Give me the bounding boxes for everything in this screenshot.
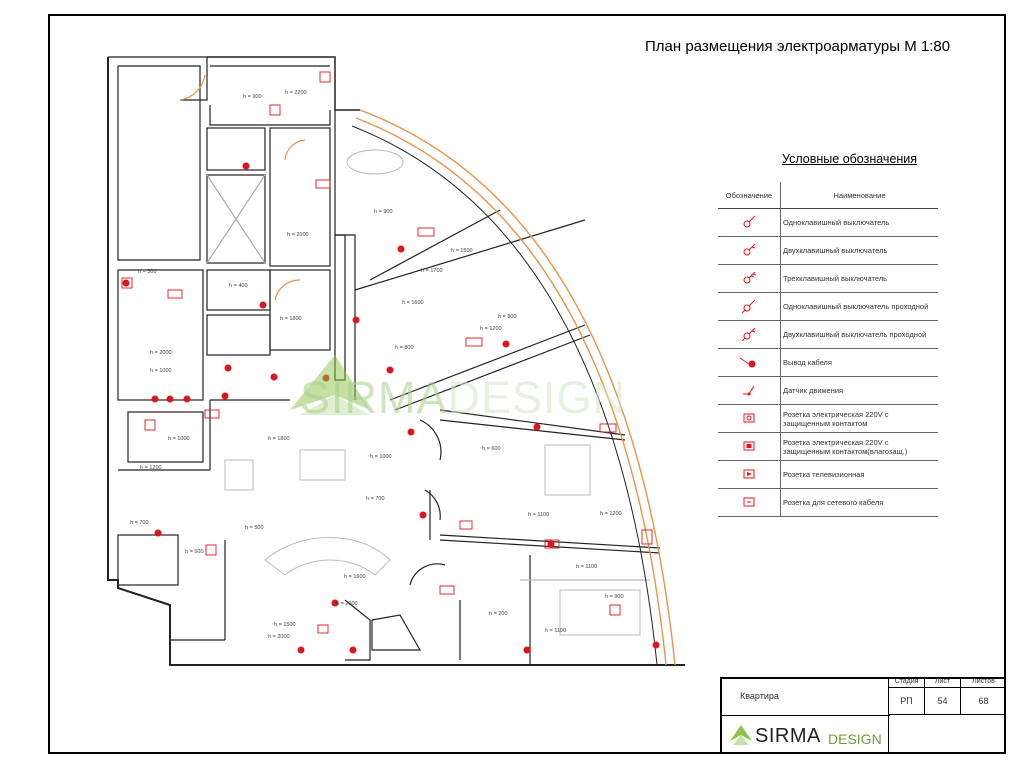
height-label: h = 600: [482, 446, 501, 452]
title-block-grid: Стадия Лист Листов РП 54 68: [889, 677, 1006, 717]
single-switch-icon: [743, 215, 756, 227]
height-label: h = 2000: [268, 634, 290, 640]
height-label: h = 500: [245, 525, 264, 531]
watermark-logo-icon: [290, 355, 370, 415]
height-label: h = 1500: [274, 622, 296, 628]
height-label: h = 800: [395, 345, 414, 351]
legend-item-label: Вывод кабеля: [780, 348, 938, 377]
cable-outlet-icon: [739, 357, 756, 367]
stage-label: Стадия: [889, 677, 925, 688]
stage-value: РП: [889, 688, 925, 715]
height-label: h = 1600: [344, 574, 366, 580]
legend-item-label: Розетка электрическая 220V с защищенным …: [780, 404, 938, 433]
legend-row: Розетка телевизионная: [718, 460, 938, 489]
legend-item-label: Двухклавишный выключатель: [780, 236, 938, 265]
height-label: h = 1200: [480, 326, 502, 332]
company-logo: SIRMA DESIGN: [728, 721, 888, 751]
height-label: h = 500: [185, 549, 204, 555]
title-block: Квартира Стадия Лист Листов РП 54 68 SIR…: [720, 677, 1006, 754]
height-label: h = 1000: [150, 368, 172, 374]
height-label: h = 2200: [285, 90, 307, 96]
legend-row: Вывод кабеля: [718, 348, 938, 377]
height-label: h = 2000: [336, 601, 358, 607]
socket-220v-icon: [743, 413, 755, 422]
height-label: h = 2000: [150, 350, 172, 356]
watermark-part2: DESIGN: [447, 372, 627, 423]
legend-item-label: Одноклавишный выключатель проходной: [780, 292, 938, 321]
sheets-label: Листов: [961, 677, 1006, 688]
height-label: h = 1100: [576, 564, 597, 570]
height-label: h = 900: [605, 594, 624, 600]
height-label: h = 1800: [280, 316, 302, 322]
legend-heading: Условные обозначения: [782, 152, 918, 166]
height-label: h = 1000: [370, 454, 392, 460]
divider: [888, 677, 889, 754]
legend-row: Двухклавишный выключатель: [718, 236, 938, 265]
legend-item-label: Двухклавишный выключатель проходной: [780, 320, 938, 349]
height-label: h = 1800: [268, 436, 290, 442]
double-passthrough-switch-icon: [741, 327, 756, 341]
project-name: Квартира: [740, 691, 779, 701]
height-label: h = 2000: [287, 232, 309, 238]
logo-text-part2: DESIGN: [828, 731, 882, 747]
motion-sensor-icon: [743, 385, 755, 395]
height-label: h = 1200: [140, 465, 162, 471]
legend-row: Одноклавишный выключатель: [718, 208, 938, 237]
sheets-value: 68: [961, 688, 1006, 715]
height-label: h = 1000: [168, 436, 190, 442]
legend-item-label: Датчик движения: [780, 376, 938, 405]
legend-row: Двухклавишный выключатель проходной: [718, 320, 938, 349]
legend-item-label: Розетка телевизионная: [780, 460, 938, 489]
legend-row: Розетка электрическая 220V с защищенным …: [718, 404, 938, 433]
height-label: h = 1600: [402, 300, 424, 306]
legend-row: Розетка для сетевого кабеля: [718, 488, 938, 517]
height-label: h = 1500: [451, 248, 473, 254]
legend-item-label: Одноклавишный выключатель: [780, 208, 938, 237]
logo-mark-icon: [730, 725, 752, 745]
height-label: h = 300: [138, 269, 157, 275]
height-label: h = 1200: [600, 511, 622, 517]
legend-col-symbol: Обозначение: [718, 182, 781, 209]
socket-220v-protected-icon: [743, 441, 755, 450]
network-socket-icon: [743, 497, 755, 506]
height-label: h = 1100: [528, 512, 549, 518]
single-passthrough-switch-icon: [741, 299, 756, 313]
height-label: h = 900: [374, 209, 393, 215]
legend-table: Обозначение Наименование Одноклавишный в…: [718, 182, 938, 517]
sheet-label: Лист: [925, 677, 961, 688]
tv-socket-icon: [743, 469, 755, 478]
height-label: h = 700: [130, 520, 149, 526]
drawing-sheet-frame: [48, 14, 1006, 754]
height-label: h = 800: [498, 314, 517, 320]
legend-item-label: Розетка для сетевого кабеля: [780, 488, 938, 517]
legend-row: Розетка электрическая 220V с защищенным …: [718, 432, 938, 461]
double-switch-icon: [743, 243, 756, 255]
legend-row: Датчик движения: [718, 376, 938, 405]
height-label: h = 400: [229, 283, 248, 289]
sheet-value: 54: [925, 688, 961, 715]
height-label: h = 200: [489, 611, 508, 617]
height-label: h = 700: [366, 496, 385, 502]
page-title: План размещения электроарматуры М 1:80: [645, 38, 951, 55]
height-label: h = 900: [243, 94, 262, 100]
legend-item-label: Розетка электрическая 220V с защищенным …: [780, 432, 938, 461]
watermark: SIRMADESIGN: [300, 372, 626, 424]
height-label: h = 1700: [421, 268, 443, 274]
triple-switch-icon: [743, 271, 757, 283]
legend-row: Трехклавишный выключатель: [718, 264, 938, 293]
height-label: h = 1100: [545, 628, 566, 634]
legend-row: Одноклавишный выключатель проходной: [718, 292, 938, 321]
legend-item-label: Трехклавишный выключатель: [780, 264, 938, 293]
logo-text-part1: SIRMA: [755, 725, 821, 747]
divider: [720, 715, 890, 716]
watermark-part1: SIRMA: [300, 372, 448, 423]
legend-col-name: Наименование: [780, 182, 938, 209]
